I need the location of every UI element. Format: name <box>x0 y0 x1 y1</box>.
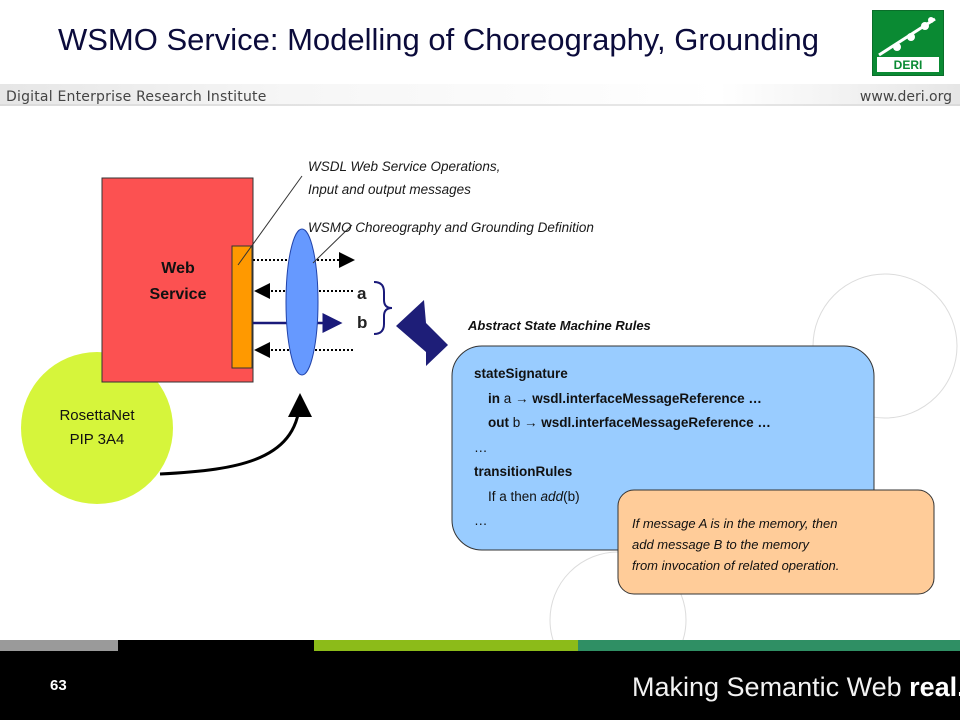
wsdl-callout: WSDL Web Service Operations, Input and o… <box>308 155 500 201</box>
slogan-prefix: Making Semantic Web <box>632 672 910 702</box>
explanation-box <box>617 489 935 595</box>
rule-ellipsis: … <box>474 513 488 528</box>
grounding-oval <box>285 228 319 376</box>
logo-text: DERI <box>894 58 923 72</box>
footer-slogan: Making Semantic Web real. <box>632 672 960 703</box>
website-link[interactable]: www.deri.org <box>859 89 952 105</box>
rule-in-var: a <box>503 390 512 406</box>
rule-if: If a then add(b) <box>474 485 771 510</box>
explanation-line2: add message B to the memory <box>632 537 810 552</box>
rosettanet-label-line1: RosettaNet <box>59 407 135 424</box>
rule-if-text: If a then <box>488 488 541 504</box>
footer-strip-black <box>118 640 314 651</box>
wsdl-callout-line2: Input and output messages <box>308 182 471 197</box>
rosettanet-label-line2: PIP 3A4 <box>69 431 125 448</box>
message-brace <box>373 281 393 335</box>
explanation-line3: from invocation of related operation. <box>632 558 840 573</box>
web-service-label-line1: Web <box>161 260 195 277</box>
wsmo-callout-line <box>312 224 353 264</box>
rule-in-keyword: in <box>488 390 500 406</box>
explanation-line1: If message A is in the memory, then <box>632 516 838 531</box>
rule-add-arg: (b) <box>563 488 580 504</box>
rule-out-keyword: out <box>488 415 509 430</box>
to-asm-arrow <box>396 300 448 366</box>
header-band <box>0 84 960 106</box>
transition-rules: transitionRules <box>474 464 573 479</box>
deri-logo: DERI <box>872 10 944 76</box>
rule-out-ref: wsdl.interfaceMessageReference … <box>541 415 771 430</box>
footer-strip-teal <box>578 640 960 651</box>
rosettanet-label: RosettaNet PIP 3A4 <box>22 404 172 452</box>
rule-out: out b → wsdl.interfaceMessageReference … <box>488 415 771 430</box>
footer-strip-gray <box>0 640 118 651</box>
state-signature: stateSignature <box>474 366 568 381</box>
slide-title: WSMO Service: Modelling of Choreography,… <box>58 22 819 57</box>
message-b-label: b <box>357 313 368 332</box>
wsdl-callout-line <box>237 175 303 266</box>
explanation-text: If message A is in the memory, then add … <box>632 513 839 576</box>
slogan-emphasis: real. <box>909 672 960 702</box>
rule-add: add <box>540 488 564 504</box>
message-a-label: a <box>357 284 367 303</box>
institute-name: Digital Enterprise Research Institute <box>6 89 267 105</box>
footer-strip-green <box>314 640 578 651</box>
rosettanet-to-oval-arrow <box>159 393 312 476</box>
asm-title: Abstract State Machine Rules <box>468 318 651 333</box>
wsdl-callout-line1: WSDL Web Service Operations, <box>308 159 501 174</box>
rule-in: in a → wsdl.interfaceMessageReference … <box>488 390 762 406</box>
rule-ellipsis: … <box>474 439 488 455</box>
footer-bar <box>0 651 960 720</box>
rule-in-ref: wsdl.interfaceMessageReference … <box>532 390 762 406</box>
rosettanet-circle <box>21 352 173 504</box>
rule-out-var: b <box>512 415 521 430</box>
web-service-label-line2: Service <box>149 286 207 303</box>
web-service-box <box>101 177 254 383</box>
page-number: 63 <box>50 677 67 694</box>
web-service-label: Web Service <box>108 256 248 308</box>
interface-bar <box>231 245 253 369</box>
wsmo-callout: WSMO Choreography and Grounding Definiti… <box>308 220 594 235</box>
asm-rules-text: stateSignature in a → wsdl.interfaceMess… <box>474 362 771 534</box>
